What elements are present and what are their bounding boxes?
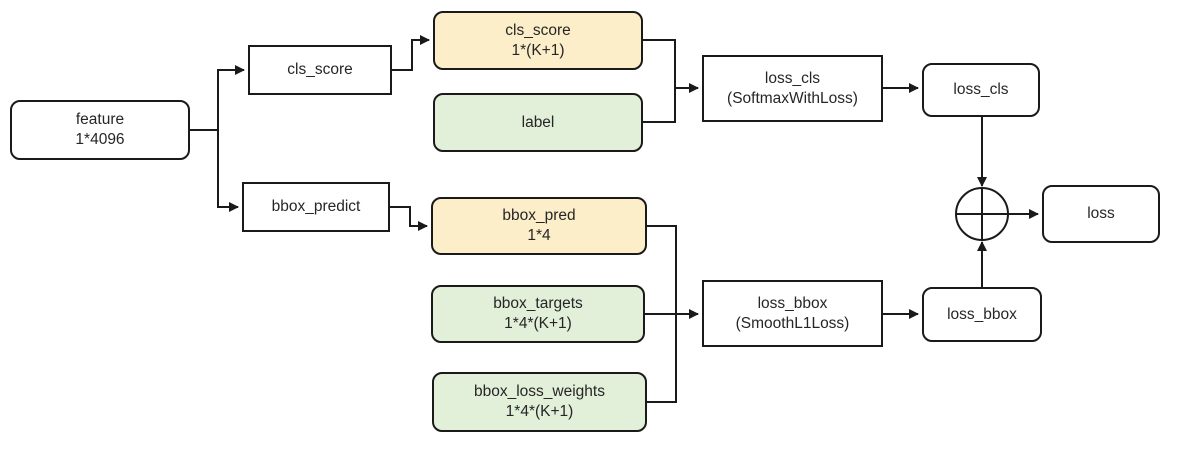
connector-bbox-predict-to-blob xyxy=(390,206,428,231)
node-loss-cls-output: loss_cls xyxy=(922,63,1040,117)
node-bbox-loss-weights-blob-shape: 1*4*(K+1) xyxy=(505,403,574,420)
node-label-name: label xyxy=(521,113,555,131)
node-bbox-loss-weights-blob-name: bbox_loss_weights xyxy=(474,383,605,401)
node-bbox-pred-blob-shape: 1*4 xyxy=(527,227,551,244)
node-feature-name: feature xyxy=(75,111,125,129)
node-bbox-pred-blob-name: bbox_pred xyxy=(502,207,576,225)
node-bbox-targets-blob-name: bbox_targets xyxy=(493,295,583,313)
node-bbox-loss-weights-blob: bbox_loss_weights 1*4*(K+1) xyxy=(432,372,647,432)
sum-plus-circle-icon xyxy=(955,187,1009,241)
connector-feature-to-bbox-predict xyxy=(217,130,239,212)
node-bbox-targets-blob: bbox_targets 1*4*(K+1) xyxy=(431,285,645,343)
node-loss-bbox-layer-name: loss_bbox xyxy=(757,294,828,312)
node-loss-bbox-output-name: loss_bbox xyxy=(947,305,1017,323)
node-loss-bbox-layer-type: (SmoothL1Loss) xyxy=(735,314,850,332)
node-cls-score-blob-name: cls_score xyxy=(505,21,571,39)
node-loss-bbox-layer: loss_bbox (SmoothL1Loss) xyxy=(702,280,883,347)
node-cls-score-blob: cls_score 1*(K+1) xyxy=(433,11,643,70)
connector-bbox-weights-to-junction xyxy=(647,314,677,403)
node-bbox-targets-blob-shape: 1*4*(K+1) xyxy=(504,315,572,332)
node-loss-bbox-output: loss_bbox xyxy=(922,287,1042,342)
node-loss-cls-layer-type: (SoftmaxWithLoss) xyxy=(727,89,858,107)
connector-cls-blob-to-junction xyxy=(643,39,676,88)
node-bbox-predict-layer-name: bbox_predict xyxy=(271,198,361,216)
node-feature-shape: 1*4096 xyxy=(75,131,125,148)
connector-cls-score-to-blob xyxy=(392,35,430,71)
node-loss-cls-output-name: loss_cls xyxy=(953,81,1009,99)
node-label: label xyxy=(433,93,643,152)
connector-bbox-pred-to-junction xyxy=(647,225,677,314)
node-cls-score-layer-name: cls_score xyxy=(287,61,353,79)
connector-feature-to-cls-score xyxy=(190,65,245,131)
node-cls-score-blob-shape: 1*(K+1) xyxy=(511,41,565,59)
node-cls-score-layer: cls_score xyxy=(248,45,392,95)
node-loss-cls-layer: loss_cls (SoftmaxWithLoss) xyxy=(702,55,883,122)
connector-label-to-junction xyxy=(643,88,676,123)
node-feature: feature 1*4096 xyxy=(10,100,190,160)
node-loss-cls-layer-name: loss_cls xyxy=(764,69,821,87)
node-loss-name: loss xyxy=(1087,205,1115,223)
node-bbox-predict-layer: bbox_predict xyxy=(242,182,390,232)
node-bbox-pred-blob: bbox_pred 1*4 xyxy=(431,197,647,255)
node-loss: loss xyxy=(1042,185,1160,243)
